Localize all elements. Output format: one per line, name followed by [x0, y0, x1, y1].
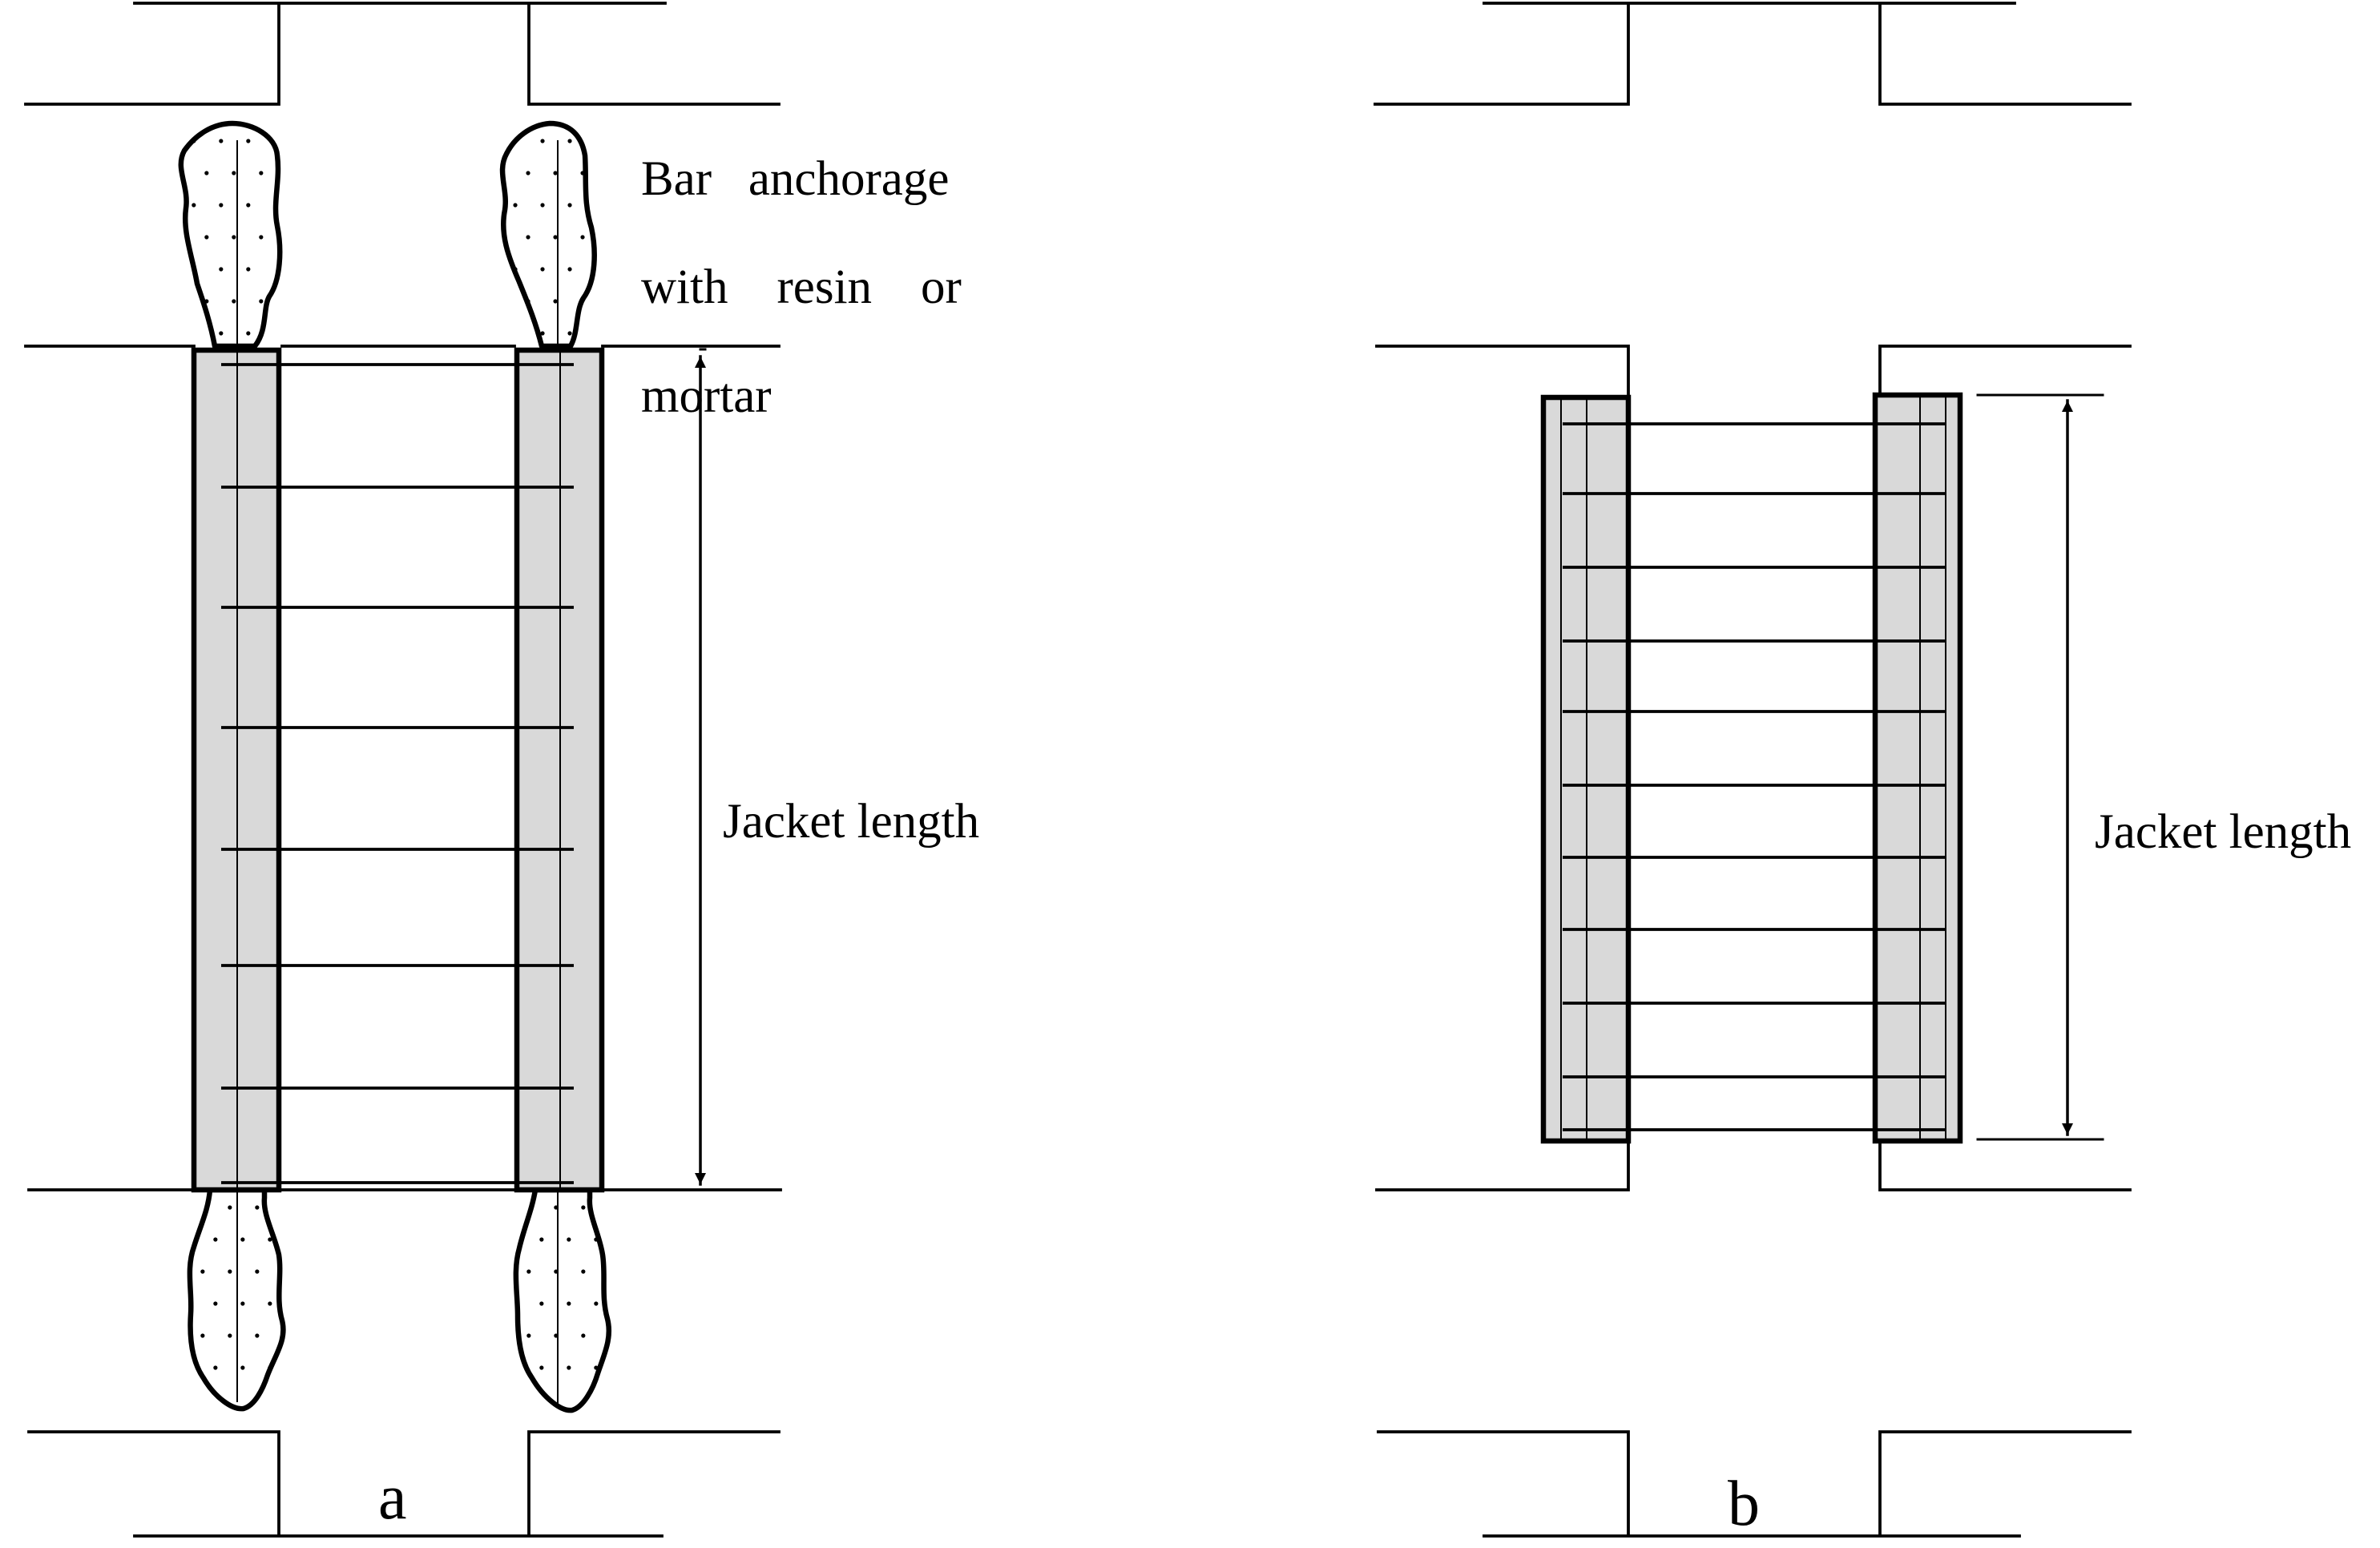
stipple-dot — [567, 139, 572, 143]
stipple-dot — [567, 1237, 571, 1242]
stipple-dot — [255, 1333, 260, 1338]
stipple-dot — [204, 235, 209, 240]
panel-a-top-beam-outline — [24, 2, 781, 106]
panel-a-bottom-beam-outline — [27, 1430, 781, 1538]
panel-a-ties — [221, 363, 574, 1184]
stipple-dot — [553, 299, 558, 304]
panel-b-bottom-joint-line — [1375, 1141, 2132, 1191]
stipple-dot — [192, 139, 196, 143]
stipple-dot — [213, 1365, 218, 1370]
panel-b-jacket-right — [1872, 392, 1963, 1144]
anchorage-note-line-3: mortar — [641, 369, 772, 423]
stipple-dot — [553, 235, 558, 240]
stipple-dot — [513, 139, 518, 143]
stipple-dot — [567, 1301, 571, 1306]
stipple-dot — [268, 1301, 272, 1306]
panel-b-bars — [1560, 397, 1946, 1141]
anchorage-note-line-1: Bar anchorage — [641, 152, 949, 206]
stipple-dot — [268, 1365, 272, 1370]
stipple-dot — [567, 203, 572, 208]
stipple-dot — [213, 1301, 218, 1306]
stipple-dot — [228, 1205, 232, 1210]
stipple-dot — [539, 1237, 544, 1242]
stipple-dot — [581, 1333, 586, 1338]
stipple-dot — [228, 1269, 232, 1274]
anchorage-blob-top-left — [178, 120, 283, 349]
stipple-dot — [553, 171, 558, 175]
stipple-dot — [246, 267, 251, 272]
anchorage-blob-top-right — [499, 120, 597, 349]
panel-b-dimension-extensions — [1976, 393, 2104, 1141]
stipple-dot — [240, 1301, 245, 1306]
stipple-dot — [259, 235, 264, 240]
stipple-dot — [567, 331, 572, 336]
stipple-dot — [567, 1365, 571, 1370]
stipple-dot — [213, 1237, 218, 1242]
stipple-dot — [219, 139, 224, 143]
stipple-dot — [255, 1205, 260, 1210]
panel-b: Jacket length b — [1374, 2, 2351, 1539]
anchorage-blob-bottom-right — [513, 1187, 612, 1413]
panel-b-label: b — [1728, 1469, 1760, 1539]
anchorage-note-line-2: with resin or — [641, 260, 962, 314]
stipple-dot — [246, 331, 251, 336]
stipple-dot — [240, 1365, 245, 1370]
stipple-dot — [232, 171, 236, 175]
stipple-dot — [540, 203, 545, 208]
stipple-dot — [219, 267, 224, 272]
stipple-dot — [539, 1301, 544, 1306]
stipple-dot — [567, 267, 572, 272]
stipple-dot — [228, 1333, 232, 1338]
stipple-dot — [255, 1269, 260, 1274]
stipple-dot — [526, 1269, 531, 1274]
stipple-dot — [594, 1237, 599, 1242]
stipple-dot — [580, 235, 585, 240]
stipple-dot — [246, 139, 251, 143]
stipple-dot — [232, 299, 236, 304]
panel-b-ties — [1563, 422, 1946, 1131]
stipple-dot — [594, 1365, 599, 1370]
panel-a: Bar anchorage with resin or mortar Jacke… — [24, 2, 979, 1538]
panel-b-top-beam-outline — [1374, 2, 2132, 106]
stipple-dot — [268, 1237, 272, 1242]
stipple-dot — [219, 203, 224, 208]
stipple-dot — [200, 1333, 205, 1338]
stipple-dot — [259, 171, 264, 175]
stipple-dot — [204, 299, 209, 304]
stipple-dot — [526, 171, 530, 175]
stipple-dot — [259, 299, 264, 304]
stipple-dot — [246, 203, 251, 208]
stipple-dot — [526, 299, 530, 304]
panel-a-anchorages — [178, 120, 612, 1413]
panel-a-label: a — [378, 1462, 407, 1533]
stipple-dot — [540, 331, 545, 336]
stipple-dot — [540, 267, 545, 272]
stipple-dot — [540, 139, 545, 143]
stipple-dot — [526, 1333, 531, 1338]
stipple-dot — [594, 1301, 599, 1306]
stipple-dot — [581, 1205, 586, 1210]
anchorage-stipple — [192, 139, 599, 1370]
stipple-dot — [219, 331, 224, 336]
stipple-dot — [513, 267, 518, 272]
panel-b-bottom-beam-outline — [1377, 1430, 2132, 1538]
stipple-dot — [513, 203, 518, 208]
panel-a-dimension-label: Jacket length — [723, 795, 979, 849]
stipple-dot — [580, 171, 585, 175]
stipple-dot — [539, 1365, 544, 1370]
stipple-dot — [192, 203, 196, 208]
panel-b-top-joint-line — [1375, 345, 2132, 401]
stipple-dot — [526, 235, 530, 240]
stipple-dot — [200, 1269, 205, 1274]
stipple-dot — [232, 235, 236, 240]
stipple-dot — [581, 1269, 586, 1274]
stipple-dot — [240, 1237, 245, 1242]
stipple-dot — [204, 171, 209, 175]
panel-b-dimension-label: Jacket length — [2095, 805, 2351, 859]
